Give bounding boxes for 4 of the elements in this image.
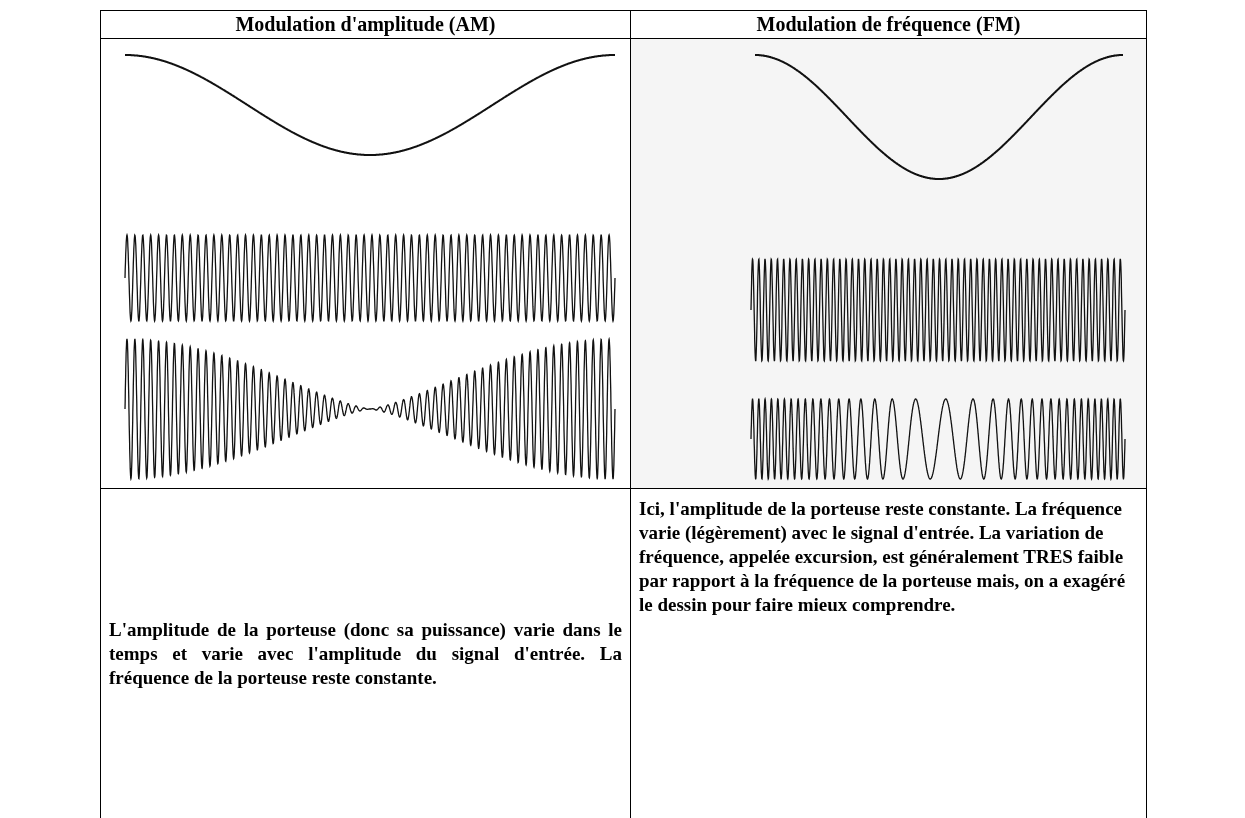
column-header: Modulation d'amplitude (AM) (235, 12, 496, 37)
description-text: L'amplitude de la porteuse (donc sa puissance) varie dans le temps et varie avec l'amplitude du signal d'entrée. La fréquence de la porteuse reste constante. (108, 618, 623, 690)
description-text: Ici, l'amplitude de la porteuse reste constante. La fréquence varie (légèrement) avec le signal d'entrée. La variation de fréquence, appelée excursion, est généralement TRES faible par rapport à la fréquence de la porteuse mais, on a exagéré le dessin pour faire mieux comprendre. (638, 497, 1127, 617)
column-header: Modulation de fréquence (FM) (756, 12, 1021, 37)
